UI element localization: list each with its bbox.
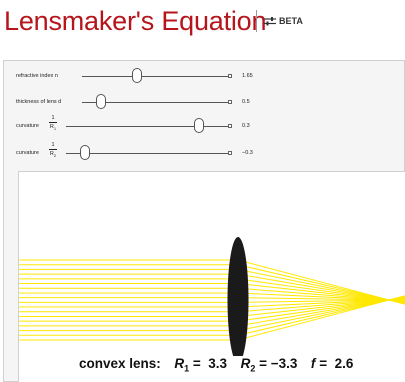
curvature2-denominator: R2 [48,150,58,160]
curvature2-fraction: 1 R2 [48,142,58,160]
curvature2-den-sub: 2 [53,153,57,159]
lens-readout: convex lens: R1 = 3.3 R2 = −3.3 f = 2.6 [79,356,405,374]
curvature2-row: curvature 1 R2 −0.3 [4,142,404,164]
curvature2-track[interactable] [66,153,228,154]
r2-value: −3.3 [270,356,298,371]
refractive-index-value: 1.65 [242,73,253,79]
curvature1-value: 0.3 [242,123,250,129]
curvature1-fraction: 1 R1 [48,115,58,133]
thickness-row: thickness of lens d 0.5 [4,91,404,113]
f-value: 2.6 [334,356,354,371]
r2-equals: = [259,356,271,371]
r2-subscript: 2 [250,363,256,374]
curvature1-den-sub: 1 [53,126,57,132]
title-bar: Lensmaker's Equation BETA [0,0,405,48]
r1-variable: R [174,356,185,371]
ray-diagram: convex lens: R1 = 3.3 R2 = −3.3 f = 2.6 [18,171,405,382]
curvature2-numerator: 1 [51,142,55,148]
thickness-track-end [228,99,232,104]
curvature1-track-end [228,123,232,128]
lens-type-label: convex lens: [79,356,161,371]
app-title: Lensmaker's Equation [4,6,267,36]
curvature1-den-var: R [49,124,54,130]
thickness-track[interactable] [82,102,228,103]
curvature2-den-var: R [49,151,54,157]
refractive-index-track-end [228,73,232,78]
curvature1-label: curvature [16,123,39,129]
ray-diagram-canvas [19,237,405,356]
convex-lens [227,237,249,356]
curvature2-label: curvature [16,150,39,156]
curvature2-track-end [228,150,232,155]
thickness-slider-thumb[interactable] [95,94,106,109]
refractive-index-row: refractive index n 1.65 [4,65,404,87]
curvature2-slider-thumb[interactable] [80,145,91,160]
curvature1-numerator: 1 [51,115,55,121]
refractive-index-slider-thumb[interactable] [132,68,143,83]
beta-toggle-button[interactable]: BETA [263,12,303,30]
title-separator [256,10,257,32]
thickness-value: 0.5 [242,99,250,105]
simulation-panel: refractive index n 1.65 thickness of len… [3,60,405,382]
curvature1-slider-thumb[interactable] [193,118,204,133]
r1-subscript: 1 [184,363,190,374]
refractive-index-track[interactable] [82,76,228,77]
slider-controls: refractive index n 1.65 thickness of len… [4,61,404,171]
r1-equals: = [192,356,209,371]
curvature2-fraction-bar [49,149,57,150]
f-variable: f [310,356,316,371]
sliders-icon [264,17,276,26]
curvature2-value: −0.3 [242,150,253,156]
curvature1-denominator: R1 [48,123,58,133]
r2-variable: R [240,356,251,371]
r1-value: 3.3 [208,356,228,371]
light-rays [19,259,405,341]
beta-label: BETA [279,16,303,26]
curvature1-track[interactable] [66,126,228,127]
curvature1-row: curvature 1 R1 0.3 [4,115,404,137]
thickness-label: thickness of lens d [16,99,62,105]
f-equals: = [319,356,335,371]
refractive-index-label: refractive index n [16,73,58,79]
curvature1-fraction-bar [49,122,57,123]
